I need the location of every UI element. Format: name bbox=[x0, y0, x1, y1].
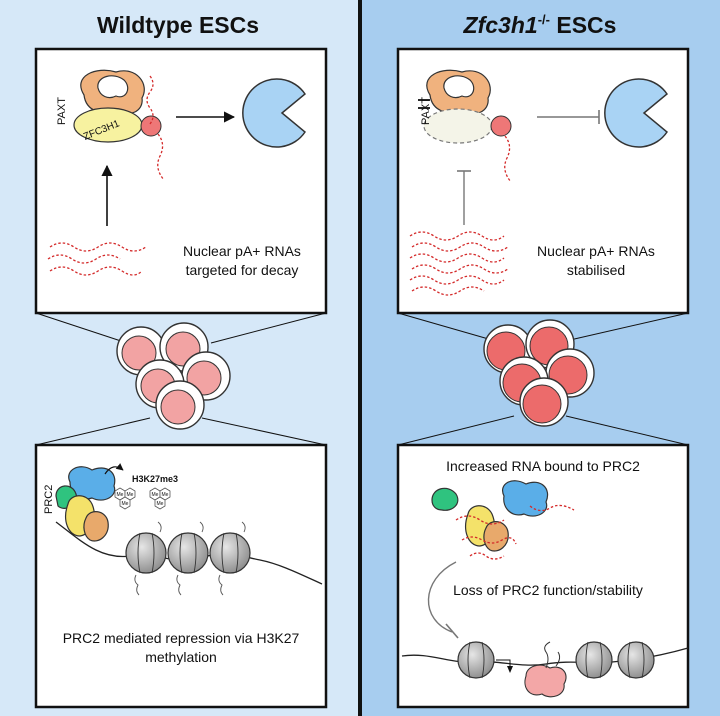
right-zoom-line-3 bbox=[397, 415, 515, 446]
right-bottom-caption-top: Increased RNA bound to PRC2 bbox=[446, 458, 640, 474]
left-panel-title: Wildtype ESCs bbox=[97, 12, 259, 38]
left-rna-caption-line1: Nuclear pA+ RNAs bbox=[183, 243, 301, 259]
right-rna-caption-line1: Nuclear pA+ RNAs bbox=[537, 243, 655, 259]
decay-enzyme-icon bbox=[242, 78, 307, 148]
right-rna-caption-line2: stabilised bbox=[567, 262, 625, 278]
left-zoom-line-2 bbox=[210, 312, 327, 344]
right-zoom-line-4 bbox=[565, 415, 689, 446]
h3k27me3-label: H3K27me3 bbox=[132, 474, 178, 484]
rna-polymerase-icon bbox=[524, 641, 567, 698]
right-cell-cluster bbox=[483, 319, 595, 427]
prc2-dissociated bbox=[431, 480, 549, 552]
mutant-bound-rna bbox=[504, 135, 512, 183]
right-panel-title: Zfc3h1-/- ESCs bbox=[463, 12, 617, 38]
left-rna-caption-line2: targeted for decay bbox=[186, 262, 299, 278]
inhibition-bar bbox=[445, 623, 459, 639]
left-cell-cluster bbox=[116, 322, 231, 430]
left-zoom-line-4 bbox=[201, 417, 327, 446]
prc2-label: PRC2 bbox=[43, 485, 55, 514]
panel-divider bbox=[358, 0, 362, 716]
paxt-strike-icon bbox=[418, 99, 430, 109]
right-zoom-line-2 bbox=[569, 312, 689, 341]
left-nuclear-rnas bbox=[47, 242, 147, 276]
methyl-text: Me bbox=[152, 492, 159, 498]
decay-enzyme-icon-mutant bbox=[604, 78, 669, 148]
left-bottom-caption-line1: PRC2 mediated repression via H3K27 bbox=[63, 630, 300, 646]
right-nuclear-rnas bbox=[409, 231, 509, 296]
bound-rna-tail bbox=[157, 133, 165, 181]
inhibition-path bbox=[427, 561, 457, 633]
paxt-label: PAXT bbox=[56, 97, 68, 125]
prc2-complex bbox=[55, 466, 116, 542]
right-title-gene: Zfc3h1 bbox=[463, 12, 538, 38]
left-zoom-line-3 bbox=[35, 417, 151, 446]
paxt-complex-mutant bbox=[423, 69, 512, 144]
methyl-text: Me bbox=[127, 492, 134, 498]
left-bottom-caption-line2: methylation bbox=[145, 649, 217, 665]
transcription-arrow bbox=[496, 659, 511, 668]
left-zoom-line-1 bbox=[35, 312, 128, 344]
right-bottom-caption-middle: Loss of PRC2 function/stability bbox=[453, 582, 643, 598]
transcription-arrowhead bbox=[507, 666, 513, 673]
blocked-delivery bbox=[537, 110, 600, 124]
methylation-arrow bbox=[104, 463, 124, 475]
histone-tails bbox=[134, 521, 246, 596]
prc2-bound-rnas bbox=[455, 504, 575, 560]
right-title-superscript: -/- bbox=[538, 12, 550, 27]
blocked-recruitment bbox=[457, 170, 471, 225]
right-title-rest: ESCs bbox=[550, 12, 616, 38]
right-zoom-line-1 bbox=[397, 312, 493, 341]
right-nucleosomes bbox=[457, 641, 655, 679]
methyl-text: Me bbox=[117, 492, 124, 498]
methyl-text: Me bbox=[122, 501, 129, 507]
methyl-text: Me bbox=[162, 492, 169, 498]
paxt-complex bbox=[73, 69, 162, 143]
left-nucleosomes bbox=[125, 532, 251, 574]
methyl-marks bbox=[114, 487, 171, 510]
paxt-label-mutant: PAXT bbox=[420, 97, 432, 125]
methyl-text: Me bbox=[157, 501, 164, 507]
